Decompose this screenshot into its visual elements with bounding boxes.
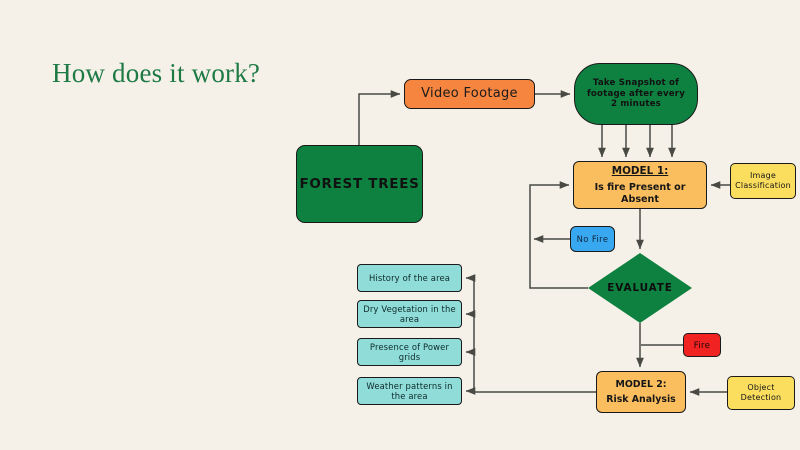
node-no-fire-label: No Fire bbox=[576, 233, 609, 244]
node-model-2-subtitle: Risk Analysis bbox=[606, 393, 676, 405]
node-risk-factor-label: History of the area bbox=[368, 272, 451, 283]
node-no-fire[interactable]: No Fire bbox=[570, 226, 615, 252]
node-risk-factor[interactable]: Weather patterns in the area bbox=[357, 377, 462, 405]
node-object-detection-line2: Detection bbox=[740, 393, 782, 402]
node-model-2-title: MODEL 2: bbox=[615, 378, 667, 390]
wire-forest-to-video bbox=[358, 90, 401, 145]
node-model-1-title: MODEL 1: bbox=[611, 164, 669, 177]
node-risk-factor[interactable]: Presence of Power grids bbox=[357, 338, 462, 366]
node-fire[interactable]: Fire bbox=[683, 333, 721, 357]
node-model-1[interactable]: MODEL 1: Is fire Present or Absent bbox=[573, 161, 707, 209]
node-video-footage-label: Video Footage bbox=[421, 85, 518, 101]
node-evaluate-label: EVALUATE bbox=[607, 281, 673, 294]
node-take-snapshot[interactable]: Take Snapshot of footage after every 2 m… bbox=[574, 63, 698, 125]
node-take-snapshot-label: Take Snapshot of footage after every 2 m… bbox=[586, 77, 686, 110]
node-model-1-subtitle: Is fire Present or Absent bbox=[594, 181, 686, 205]
node-image-classification-line1: Image bbox=[749, 171, 777, 180]
node-risk-factor-label: Dry Vegetation in the area bbox=[363, 303, 456, 325]
node-object-detection-line1: Object bbox=[747, 383, 775, 392]
node-fire-label: Fire bbox=[693, 339, 711, 350]
node-risk-factor[interactable]: Dry Vegetation in the area bbox=[357, 300, 462, 328]
node-risk-factor[interactable]: History of the area bbox=[357, 264, 462, 292]
node-evaluate-decision[interactable]: EVALUATE bbox=[588, 253, 692, 323]
node-forest-trees-label: FOREST TREES bbox=[299, 175, 420, 192]
node-image-classification[interactable]: Image Classification bbox=[730, 163, 796, 199]
node-forest-trees[interactable]: FOREST TREES bbox=[296, 145, 423, 223]
node-model-2[interactable]: MODEL 2: Risk Analysis bbox=[596, 371, 686, 413]
node-risk-factor-label: Presence of Power grids bbox=[369, 341, 450, 363]
node-video-footage[interactable]: Video Footage bbox=[404, 79, 535, 109]
node-risk-factor-label: Weather patterns in the area bbox=[366, 380, 453, 402]
node-object-detection[interactable]: Object Detection bbox=[727, 376, 795, 410]
page-title: How does it work? bbox=[52, 58, 261, 88]
node-image-classification-line2: Classification bbox=[735, 181, 791, 190]
